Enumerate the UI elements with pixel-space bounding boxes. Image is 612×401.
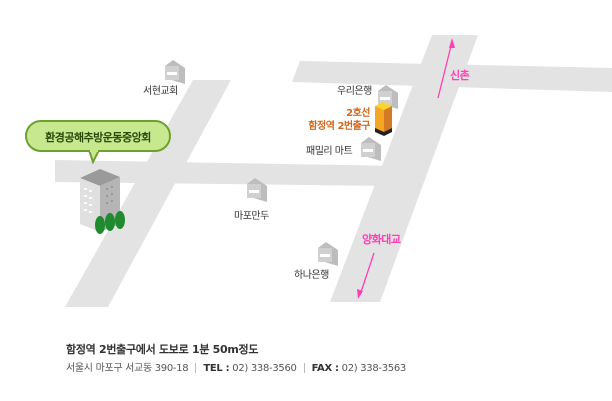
office-building-icon <box>80 169 120 232</box>
fax-number: 02) 338-3563 <box>341 363 407 374</box>
arrow-to-sinchon <box>437 41 453 99</box>
tel-number: 02) 338-3560 <box>232 363 297 374</box>
direction-sinchon: 신촌 <box>450 69 470 82</box>
building-icon <box>165 60 185 84</box>
arrow-to-yanghwa <box>359 252 375 296</box>
address: 서울시 마포구 서교동 390-18 <box>66 363 189 374</box>
tel-label: TEL : <box>203 363 230 374</box>
contact-info: 서울시 마포구 서교동 390-18 TEL : 02) 338-3560 FAX … <box>66 359 406 374</box>
divider <box>195 363 197 373</box>
label-exit2: 함정역 2번출구 <box>308 121 370 132</box>
organization-callout: 환경공해추방운동중앙회 <box>25 120 171 152</box>
road-left-diagonal <box>65 80 231 307</box>
callout-tail <box>88 150 101 164</box>
label-seohyeon-church: 서현교회 <box>143 86 178 97</box>
trees-icon <box>95 211 125 234</box>
label-family-mart: 패밀리 마트 <box>306 146 353 157</box>
station-exit-icon <box>375 102 392 136</box>
label-mapo-mandu: 마포만두 <box>234 211 269 222</box>
building-icon <box>318 242 338 266</box>
label-hana-bank: 하나은행 <box>294 270 329 281</box>
building-icon <box>361 137 381 161</box>
label-line2: 2호선 <box>346 108 370 119</box>
road-main-diagonal <box>330 35 478 302</box>
fax-label: FAX : <box>311 363 339 374</box>
label-woori-bank: 우리은행 <box>337 86 372 97</box>
building-icon <box>247 178 267 202</box>
divider <box>303 363 305 373</box>
direction-yanghwa-bridge: 양화대교 <box>362 233 401 246</box>
walking-directions: 함정역 2번출구에서 도보로 1분 50m정도 <box>66 343 259 356</box>
